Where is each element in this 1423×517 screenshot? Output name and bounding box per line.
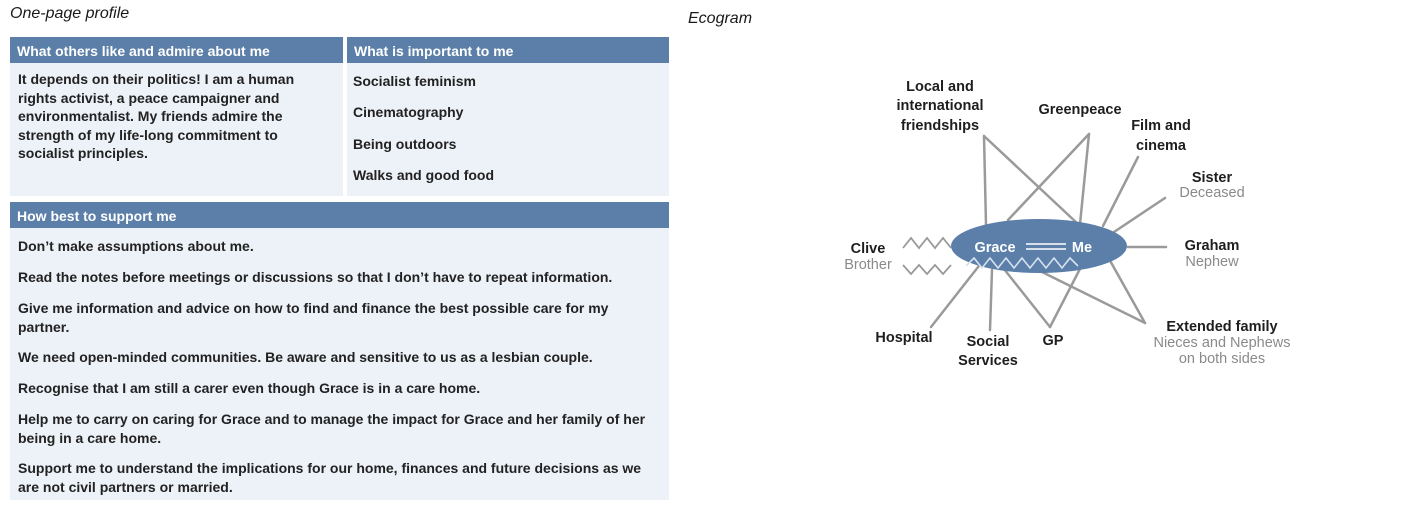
support-panel: Don’t make assumptions about me. Read th…	[10, 228, 669, 500]
node-social-line2: Services	[958, 353, 1018, 369]
node-graham-note: Nephew	[1185, 254, 1239, 270]
node-film-line2: cinema	[1136, 138, 1187, 154]
stress-line-clive-upper	[902, 236, 952, 250]
connector-greenpeace	[1006, 132, 1091, 222]
important-item: Walks and good food	[353, 167, 495, 183]
connector-greenpeace-2	[1078, 132, 1091, 226]
connector-gp-2	[1048, 261, 1085, 329]
support-item: Give me information and advice on how to…	[18, 300, 609, 335]
profile-title: One-page profile	[10, 5, 130, 22]
support-item: Help me to carry on caring for Grace and…	[18, 411, 646, 446]
node-greenpeace: Greenpeace	[1038, 102, 1121, 118]
connector-local	[982, 134, 988, 227]
node-gp: GP	[1043, 333, 1064, 349]
node-sister-note: Deceased	[1179, 185, 1244, 201]
node-clive-name: Clive	[851, 241, 886, 257]
node-clive-note: Brother	[844, 257, 892, 273]
important-item: Cinematography	[353, 104, 464, 120]
node-extended-name: Extended family	[1166, 319, 1277, 335]
connector-extended	[1038, 269, 1147, 325]
connector-film	[1101, 155, 1140, 228]
admire-text: It depends on their politics! I am a hum…	[18, 71, 295, 161]
node-hospital: Hospital	[875, 330, 932, 346]
ecogram-title: Ecogram	[688, 10, 753, 27]
support-item: Recognise that I am still a carer even t…	[18, 380, 481, 396]
center-grace-label: Grace	[974, 240, 1015, 256]
admire-heading: What others like and admire about me	[10, 37, 343, 63]
node-film-line1: Film and	[1131, 118, 1191, 134]
center-me-label: Me	[1072, 240, 1092, 256]
node-local-line2: international	[896, 98, 983, 114]
connector-local-2	[982, 134, 1080, 226]
node-extended-note2: on both sides	[1179, 351, 1265, 367]
connector-extended-2	[1106, 255, 1147, 325]
support-heading: How best to support me	[10, 202, 669, 228]
support-item: Support me to understand the implication…	[18, 460, 642, 495]
node-local-line1: Local and	[906, 79, 974, 95]
support-item: We need open-minded communities. Be awar…	[18, 349, 593, 365]
admire-panel: It depends on their politics! I am a hum…	[10, 63, 343, 196]
node-graham-name: Graham	[1185, 238, 1240, 254]
support-item: Don’t make assumptions about me.	[18, 238, 254, 254]
stress-line-clive-lower	[902, 263, 952, 276]
connector-hospital	[929, 260, 984, 329]
stress-line-center	[965, 256, 1079, 270]
node-social-line1: Social	[967, 334, 1010, 350]
important-panel: Socialist feminism Cinematography Being …	[347, 63, 669, 196]
important-item: Socialist feminism	[353, 73, 476, 89]
support-item: Read the notes before meetings or discus…	[18, 269, 613, 285]
important-item: Being outdoors	[353, 136, 457, 152]
connector-gp	[1002, 267, 1052, 329]
important-heading: What is important to me	[347, 37, 669, 63]
node-sister-name: Sister	[1192, 170, 1233, 186]
connector-sister	[1112, 196, 1167, 234]
connector-social	[988, 268, 994, 332]
node-local-line3: friendships	[901, 118, 979, 134]
node-extended-note1: Nieces and Nephews	[1153, 335, 1290, 351]
center-ellipse	[951, 219, 1127, 273]
